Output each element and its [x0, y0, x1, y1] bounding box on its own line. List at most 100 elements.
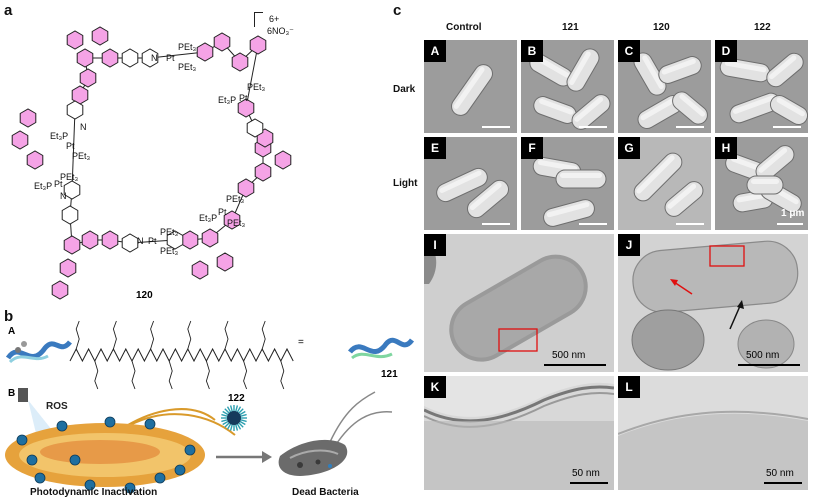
nanoparticle-122-icon — [221, 405, 247, 431]
pt-atom-3: Pt — [66, 141, 75, 151]
phenyl-ring-25 — [191, 260, 209, 280]
peptide-number-121: 121 — [381, 369, 398, 380]
side-chain-10 — [131, 360, 136, 390]
bacterium-highlight-3 — [574, 96, 604, 122]
side-chain-34 — [280, 360, 285, 390]
sem-scale-bar-f — [579, 223, 607, 225]
sem-scale-bar-c — [676, 126, 704, 128]
phenyl-ring-19 — [91, 26, 109, 46]
tem-scale-label-j: 500 nm — [746, 350, 780, 361]
bacterium-highlight-2 — [539, 98, 574, 115]
tem-j-highlight-box — [709, 245, 745, 267]
sem-tag-a: A — [424, 40, 446, 62]
sem-tag-b: B — [521, 40, 543, 62]
bond-7 — [245, 44, 259, 109]
bacterium-rod-1 — [664, 181, 704, 217]
nanoparticle-dot-5 — [154, 472, 166, 484]
bacterium-highlight-1 — [469, 182, 502, 211]
bacterium-highlight-1 — [569, 51, 591, 86]
nanoparticle-dot-0 — [16, 434, 28, 446]
phenyl-ring-0 — [76, 48, 94, 68]
bacterium-highlight-0 — [636, 155, 675, 194]
red-arrow — [673, 281, 693, 295]
photodynamic-inactivation-caption: Photodynamic Inactivation — [30, 487, 158, 498]
sem-tag-e: E — [424, 137, 446, 159]
bacterium-rod-0 — [633, 152, 683, 202]
charge-bracket — [254, 12, 263, 27]
bond-22 — [71, 109, 76, 191]
column-header-121: 121 — [562, 22, 579, 33]
panel-a-letter: a — [4, 2, 13, 19]
phenyl-ring-2 — [196, 42, 214, 62]
pt-label-1: PEt₃ — [178, 42, 197, 52]
bacterium-highlight-0 — [724, 60, 767, 73]
sem-tag-c: C — [618, 40, 640, 62]
phenyl-ring-1 — [101, 48, 119, 68]
sem-tag-g: G — [618, 137, 640, 159]
bacterium-rod-3 — [672, 91, 708, 125]
phenyl-ring-13 — [101, 230, 119, 250]
counter-ion-label: 6NO₃⁻ — [267, 26, 294, 36]
bacterium-highlight-0 — [642, 55, 664, 90]
protein-ribbon-left — [5, 340, 72, 364]
bacterium-highlight-0 — [453, 67, 485, 109]
bacterium-rod-1 — [766, 52, 804, 88]
pyridine-ring-5 — [121, 233, 139, 253]
pt-label-2b: Et₃P — [218, 95, 237, 105]
pt-label-6: PEt₃ — [160, 227, 179, 237]
tem-scale-label-l: 50 nm — [766, 468, 794, 479]
side-chain-13 — [150, 320, 155, 350]
bacterium-highlight-3 — [776, 97, 805, 117]
bacterium-rod-1 — [467, 179, 509, 219]
phenyl-ring-9 — [237, 178, 255, 198]
bacterium-illustration — [5, 408, 236, 487]
phenyl-ring-24 — [274, 150, 292, 170]
pt-atom-4: Pt — [54, 179, 63, 189]
sem-image-f: F — [521, 137, 614, 230]
nanoparticle-core — [227, 411, 241, 425]
pt-label-3b: PEt₃ — [72, 151, 91, 161]
peptide-and-bacteria-illustration — [5, 320, 415, 494]
ros-label: ROS — [46, 401, 68, 412]
sem-scale-bar-d — [773, 126, 801, 128]
nanoparticle-number-122: 122 — [228, 393, 245, 404]
side-chain-25 — [224, 320, 229, 350]
pt-label-3: Et₃P — [50, 131, 69, 141]
nanoparticle-dot-6 — [184, 444, 196, 456]
side-chain-16 — [168, 360, 173, 390]
bacterium-highlight-2 — [640, 97, 676, 121]
side-chain-7 — [112, 320, 117, 350]
bacterium-highlight-1 — [769, 55, 797, 80]
pt-atom-1: Pt — [166, 53, 175, 63]
panel-c-letter: c — [393, 2, 402, 19]
pyridine-ring-6 — [61, 205, 79, 225]
pyridine-ring-1 — [121, 48, 139, 68]
panel-b-sub-a: A — [8, 326, 16, 337]
bacterium-highlight-1 — [667, 183, 697, 209]
pyridine-ring-7 — [63, 180, 81, 200]
equals-sign: = — [298, 337, 304, 348]
sem-image-d: D — [715, 40, 808, 133]
sem-scale-bar-h — [777, 223, 803, 225]
sem-image-c: C — [618, 40, 711, 133]
phenyl-ring-6 — [237, 98, 255, 118]
peptide-chain — [69, 320, 294, 390]
tem-image-k: K 50 nm — [424, 376, 614, 490]
phenyl-ring-26 — [216, 252, 234, 272]
pt-label-2: PEt₃ — [247, 82, 266, 92]
bacterium-highlight-2 — [732, 95, 775, 114]
metallacycle-structure — [11, 26, 292, 300]
side-chain-28 — [243, 360, 248, 390]
bacterium-highlight-0 — [731, 156, 762, 171]
tem-tag-k: K — [424, 376, 446, 398]
sem-image-b: B — [521, 40, 614, 133]
pt-label-5b: Et₃P — [199, 213, 218, 223]
tem-tag-j: J — [618, 234, 640, 256]
phenyl-ring-21 — [11, 130, 29, 150]
bacterium-highlight-1 — [661, 58, 696, 75]
dead-bacteria-caption: Dead Bacteria — [292, 487, 359, 498]
phenyl-ring-20 — [19, 108, 37, 128]
bacterium-highlight-3 — [679, 94, 706, 117]
